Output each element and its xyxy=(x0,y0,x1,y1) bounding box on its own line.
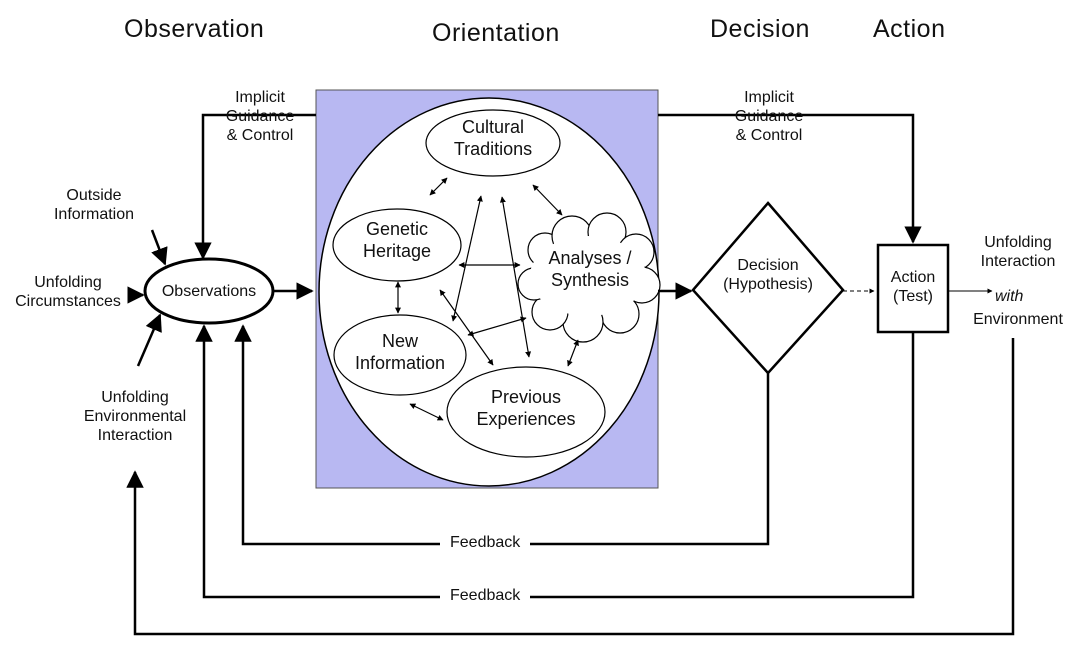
arrow-pe-ct-b xyxy=(499,196,532,358)
with-label: with xyxy=(995,288,1024,305)
unfolding-interaction-label: Unfolding Interaction xyxy=(980,234,1056,271)
action-label: Action (Test) xyxy=(890,269,936,306)
feedback-loop-env xyxy=(126,338,1015,636)
genetic-heritage-label: Genetic Heritage xyxy=(362,219,432,261)
outside-information-label: Outside Information xyxy=(53,187,135,224)
phase-action: Action xyxy=(873,15,946,43)
arrow-outside-info xyxy=(150,229,168,266)
observations-label: Observations xyxy=(161,283,257,300)
implicit-guidance-right-label: Implicit Guidance & Control xyxy=(734,89,804,145)
phase-orientation: Orientation xyxy=(432,19,560,47)
unfolding-circumstances-label: Unfolding Circumstances xyxy=(15,274,121,311)
cultural-traditions-shape xyxy=(425,109,561,177)
action-box xyxy=(876,243,950,334)
previous-experiences-shape xyxy=(446,366,606,458)
cultural-traditions-label: Cultural Traditions xyxy=(453,117,533,159)
environment-label: Environment xyxy=(973,311,1063,328)
analyses-synthesis-label: Analyses / Synthesis xyxy=(548,248,632,290)
arrow-ct-gh xyxy=(429,177,448,196)
arrow-ni-pe xyxy=(409,403,444,421)
arrow-implicit-obs xyxy=(194,113,316,260)
arrow-implicit-action xyxy=(658,113,922,244)
arrow-pe-as xyxy=(567,339,579,367)
phase-decision: Decision xyxy=(710,15,810,43)
new-information-label: New Information xyxy=(354,331,446,373)
previous-experiences-label: Previous Experiences xyxy=(476,387,576,429)
arrow-pe-ct-a xyxy=(451,195,483,322)
phase-observation: Observation xyxy=(124,15,265,43)
feedback-label-2: Feedback xyxy=(440,586,531,606)
decision-label: Decision (Hypothesis) xyxy=(723,257,813,294)
unfolding-env-interaction-label: Unfolding Environmental Interaction xyxy=(83,389,187,445)
arrow-env-interaction xyxy=(136,313,162,367)
arrow-gh-pe xyxy=(439,289,494,366)
arrow-ct-as xyxy=(532,184,563,216)
feedback-loop-2 xyxy=(195,324,915,599)
implicit-guidance-left-label: Implicit Guidance & Control xyxy=(225,89,295,145)
feedback-label-1: Feedback xyxy=(440,533,531,553)
